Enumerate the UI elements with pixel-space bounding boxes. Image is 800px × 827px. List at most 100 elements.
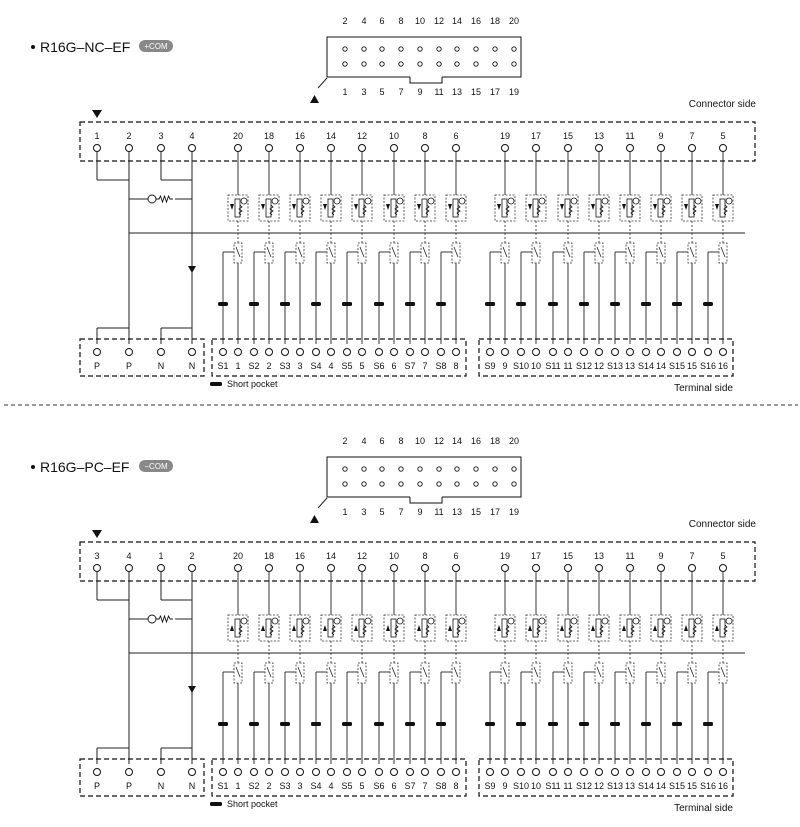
terminal-screw <box>642 768 650 776</box>
led-icon <box>694 617 702 625</box>
connector-pin-label: 14 <box>326 131 336 141</box>
header-pin-label: 5 <box>379 87 384 97</box>
connector-pin <box>564 564 572 572</box>
relay-module <box>681 194 703 264</box>
short-pocket <box>641 722 651 726</box>
diode-icon <box>386 625 390 631</box>
terminal-screw <box>219 768 227 776</box>
header-pin <box>361 61 367 67</box>
resistor-icon <box>456 624 461 636</box>
relay-module <box>383 194 405 264</box>
connector-pin-label: 17 <box>531 551 541 561</box>
header-pin <box>436 481 442 487</box>
terminal-screw <box>673 768 681 776</box>
terminal-screw <box>657 348 665 356</box>
coil-icon <box>532 618 539 638</box>
connector-pin-label: 8 <box>422 551 427 561</box>
coil-icon <box>719 198 726 218</box>
connector-pin <box>265 564 273 572</box>
resistor-icon <box>362 624 367 636</box>
resistor-icon <box>661 204 666 216</box>
terminal-screw <box>501 348 509 356</box>
coil-icon <box>688 618 695 638</box>
coil-icon <box>452 198 459 218</box>
terminal-screw <box>296 348 304 356</box>
resistor-icon <box>536 624 541 636</box>
resistor-icon <box>238 624 243 636</box>
terminal-screw <box>421 348 429 356</box>
led-icon <box>458 197 466 205</box>
terminal-screw <box>501 768 509 776</box>
coil-icon <box>358 618 365 638</box>
led-icon <box>427 617 435 625</box>
relay-module <box>619 194 641 264</box>
connector-pin-label: 6 <box>453 551 458 561</box>
connector-pin <box>532 564 540 572</box>
terminal-screw <box>390 348 398 356</box>
terminal-label: S11 <box>545 781 560 791</box>
connector-pin-label: 10 <box>389 551 399 561</box>
terminal-screw <box>281 348 289 356</box>
diode-icon <box>292 204 296 210</box>
connector-pin <box>188 564 196 572</box>
relay-module <box>445 614 467 684</box>
led-icon <box>663 197 671 205</box>
terminal-screw <box>452 768 460 776</box>
short-pocket <box>342 302 352 306</box>
header-pin-label: 6 <box>379 436 384 446</box>
terminal-label: S8 <box>435 781 446 791</box>
header-pin <box>361 481 367 487</box>
relay-module <box>320 614 342 684</box>
short-pocket <box>641 302 651 306</box>
terminal-label: S12 <box>576 781 592 791</box>
header-pin <box>417 481 423 487</box>
header-pin <box>379 61 385 67</box>
header-pin <box>492 481 498 487</box>
resistor-icon <box>599 204 604 216</box>
terminal-label: S13 <box>607 781 623 791</box>
short-pocket <box>485 302 495 306</box>
header-pin <box>342 61 348 67</box>
coil-icon <box>595 198 602 218</box>
coil-icon <box>358 198 365 218</box>
header-pin-label: 20 <box>509 436 519 446</box>
led-icon <box>570 197 578 205</box>
connector-pin <box>452 144 460 152</box>
short-pocket <box>249 302 259 306</box>
header-pin <box>398 481 404 487</box>
terminal-screw <box>265 348 273 356</box>
relay-module <box>557 194 579 264</box>
short-pocket <box>280 302 290 306</box>
resistor-icon <box>425 624 430 636</box>
terminal-label: N <box>158 361 165 371</box>
terminal-label: S10 <box>513 781 529 791</box>
resistor-icon <box>331 624 336 636</box>
terminal-label: S15 <box>669 781 685 791</box>
terminal-screw <box>719 768 727 776</box>
led-icon <box>538 617 546 625</box>
terminal-label: 12 <box>594 781 604 791</box>
connector-pin-label: 11 <box>625 131 634 141</box>
terminal-label: 14 <box>656 781 666 791</box>
coil-icon <box>327 198 334 218</box>
terminal-label: 4 <box>328 361 333 371</box>
terminal-label: 13 <box>625 361 635 371</box>
resistor-icon <box>568 204 573 216</box>
diode-icon <box>292 625 296 631</box>
terminal-label: S1 <box>217 781 228 791</box>
title-bullet <box>31 45 35 49</box>
terminal-side-label: Terminal side <box>674 803 733 814</box>
terminal-label: 16 <box>718 361 728 371</box>
coil-icon <box>688 198 695 218</box>
led-icon <box>507 617 515 625</box>
header-pin <box>398 46 404 52</box>
connector-pin <box>452 564 460 572</box>
header-pin <box>417 46 423 52</box>
connector-pin <box>327 144 335 152</box>
header-pin <box>342 466 348 472</box>
resistor-icon <box>505 624 510 636</box>
diode-icon <box>653 204 657 210</box>
terminal-screw <box>611 768 619 776</box>
short-pocket <box>311 722 321 726</box>
terminal-screw <box>704 768 712 776</box>
